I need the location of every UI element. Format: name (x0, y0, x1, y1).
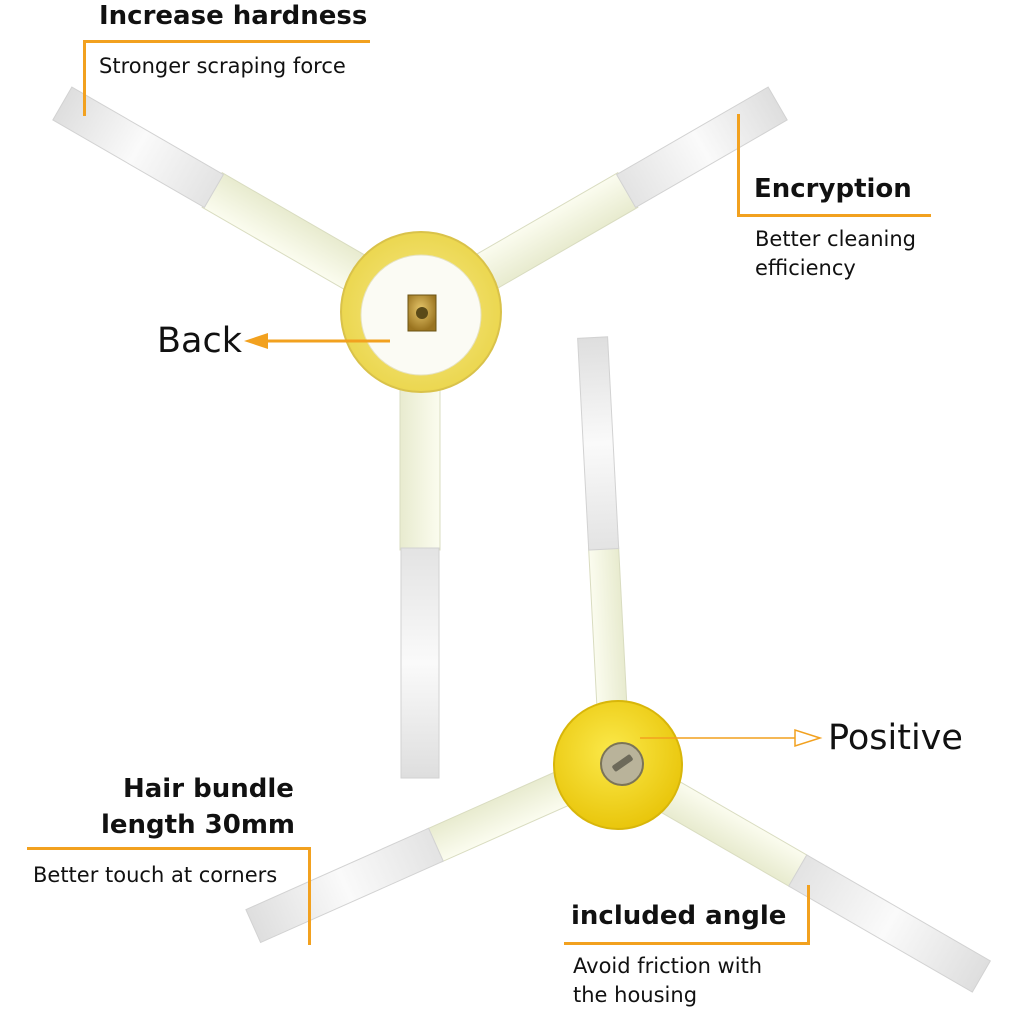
positive-arrow (640, 728, 823, 748)
back-brush (52, 86, 788, 779)
hardness-title: Increase hardness (99, 1, 368, 31)
encryption-subtitle-line2: efficiency (755, 256, 856, 280)
encryption-leader-line (737, 114, 740, 217)
encryption-subtitle-line1: Better cleaning (755, 227, 916, 251)
angle-subtitle-line1: Avoid friction with (573, 954, 763, 978)
angle-leader-line (807, 885, 810, 945)
positive-label: Positive (828, 718, 963, 758)
angle-underline (564, 942, 810, 945)
angle-subtitle-line2: the housing (573, 983, 698, 1007)
positive-brush (245, 336, 992, 993)
hardness-subtitle: Stronger scraping force (99, 54, 346, 78)
encryption-underline (737, 214, 931, 217)
hardness-underline (83, 40, 370, 43)
hair-subtitle: Better touch at corners (33, 863, 278, 887)
hair-title-line1: Hair bundle (123, 774, 294, 804)
hair-underline (27, 847, 311, 850)
angle-title: included angle (571, 901, 787, 931)
hair-leader-line (308, 847, 311, 945)
back-label: Back (157, 321, 242, 361)
hair-title-line2: length 30mm (101, 810, 296, 840)
encryption-title: Encryption (754, 174, 912, 204)
back-arrow (244, 333, 390, 349)
hardness-leader-line (83, 40, 86, 116)
